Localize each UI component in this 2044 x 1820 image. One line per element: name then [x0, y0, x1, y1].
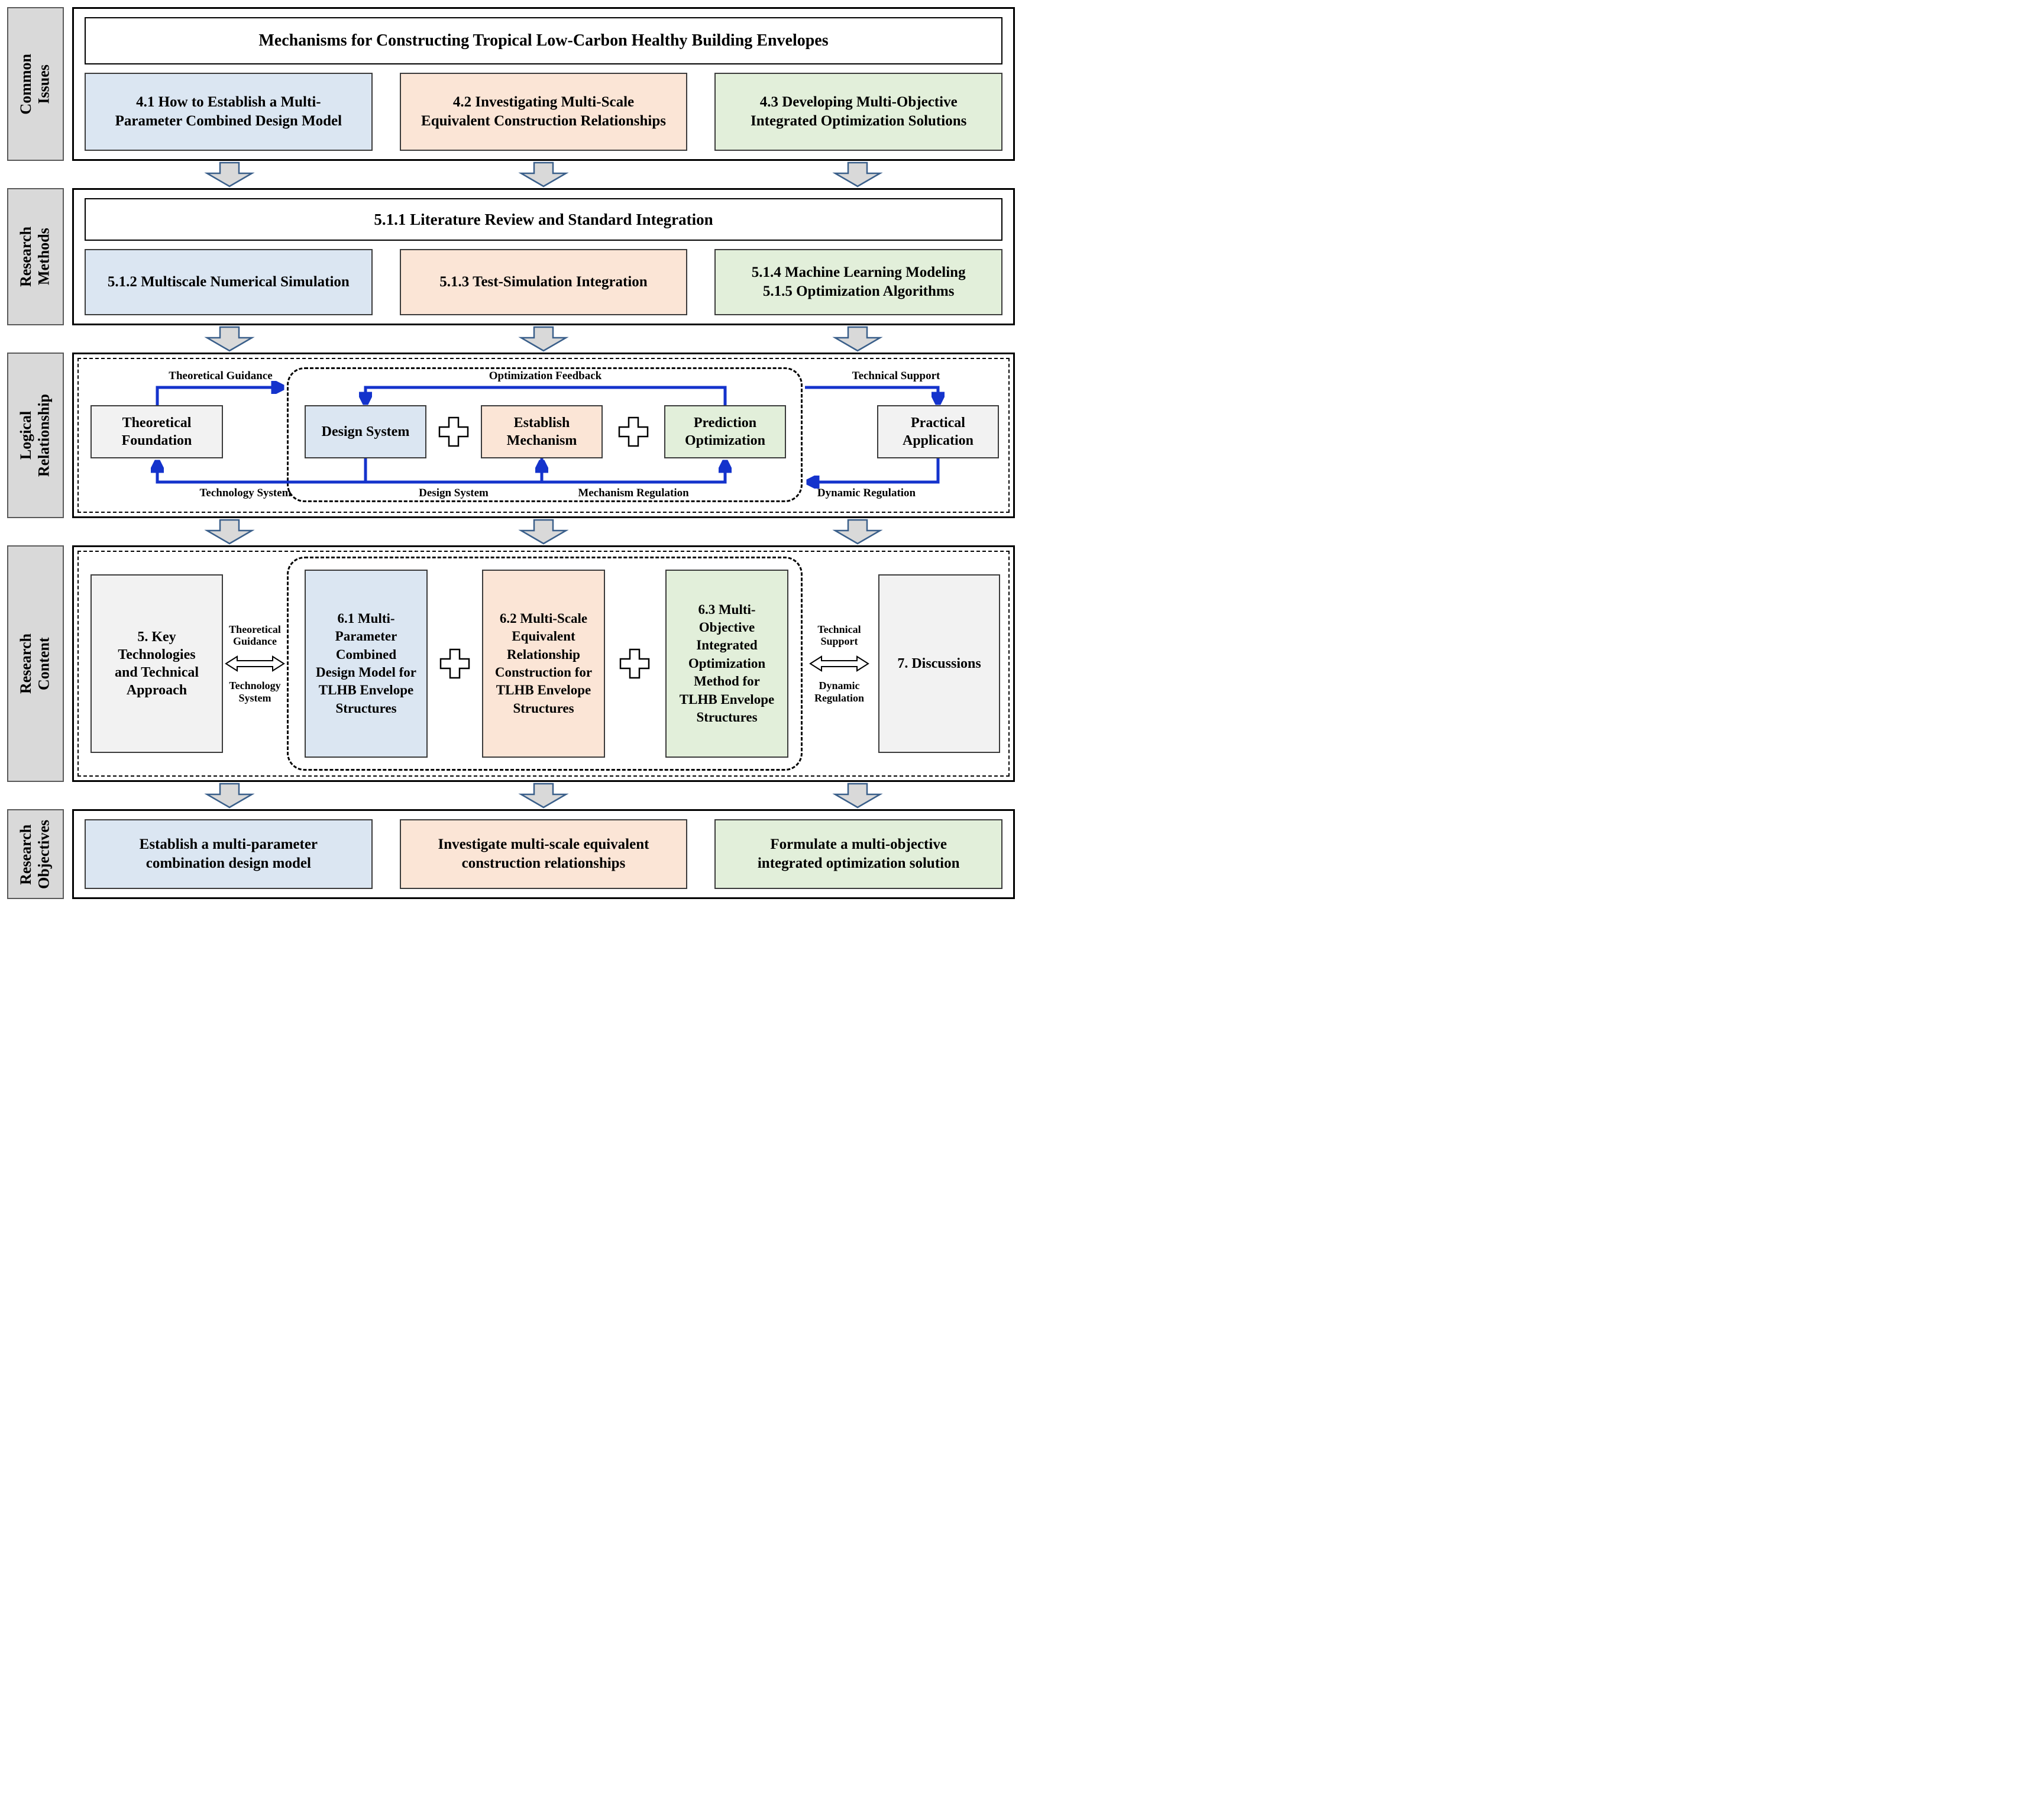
method-5-1-4-5-box: 5.1.4 Machine Learning Modeling 5.1.5 Op…: [714, 249, 1003, 315]
row-label-research-objectives-text: Research Objectives: [17, 819, 53, 889]
flow-arrow-strip-2: [72, 325, 1015, 353]
theoretical-foundation-box: Theoretical Foundation: [90, 405, 223, 458]
prediction-optimization-box: Prediction Optimization: [664, 405, 786, 458]
methods-header: 5.1.1 Literature Review and Standard Int…: [85, 198, 1002, 241]
down-arrow-icon: [204, 783, 255, 809]
row-label-research-content-text: Research Content: [17, 633, 53, 694]
content-6-1-box: 6.1 Multi-Parameter Combined Design Mode…: [305, 570, 428, 758]
down-arrow-icon: [832, 519, 883, 545]
common-issues-items: 4.1 How to Establish a Multi-Parameter C…: [85, 73, 1003, 151]
objective-3-box: Formulate a multi-objective integrated o…: [714, 819, 1003, 889]
row-label-research-methods: Research Methods: [7, 188, 64, 325]
down-arrow-icon: [204, 326, 255, 352]
method-5-1-3-box: 5.1.3 Test-Simulation Integration: [399, 249, 688, 315]
technology-system-label: Technology System: [199, 487, 292, 499]
plus-icon: [438, 416, 469, 447]
research-content-panel: 5. Key Technologies and Technical Approa…: [72, 545, 1015, 782]
down-arrow-icon: [518, 519, 569, 545]
common-issues-band: Common Issues Mechanisms for Constructin…: [7, 7, 1015, 161]
flow-arrow-strip-4: [72, 782, 1015, 809]
research-methods-panel: 5.1.1 Literature Review and Standard Int…: [72, 188, 1015, 325]
logical-relationship-panel: Theoretical Foundation Design System Est…: [72, 353, 1015, 518]
optimization-feedback-label: Optimization Feedback: [489, 370, 602, 382]
common-issues-header: Mechanisms for Constructing Tropical Low…: [85, 17, 1002, 64]
research-objectives-panel: Establish a multi-parameter combination …: [72, 809, 1015, 899]
plus-icon: [439, 648, 470, 679]
design-system-box: Design System: [305, 405, 426, 458]
row-label-logical-relationship-text: Logical Relationship: [17, 393, 53, 477]
row-label-common-issues: Common Issues: [7, 7, 64, 161]
down-arrow-icon: [832, 783, 883, 809]
establish-mechanism-box: Establish Mechanism: [481, 405, 603, 458]
theoretical-guidance-connector: [156, 387, 282, 405]
down-arrow-icon: [518, 326, 569, 352]
double-arrow-icon: [225, 655, 285, 672]
technical-support-label: Technical Support: [852, 370, 940, 382]
technical-support-connector: [805, 386, 938, 403]
objective-2-box: Investigate multi-scale equivalent const…: [399, 819, 688, 889]
plus-icon: [618, 416, 649, 447]
mechanism-regulation-connector: [540, 458, 725, 484]
design-system-label: Design System: [419, 487, 489, 499]
row-label-common-issues-text: Common Issues: [17, 53, 53, 115]
issue-4-3-box: 4.3 Developing Multi-Objective Integrate…: [714, 73, 1003, 151]
flow-arrow-strip-1: [72, 161, 1015, 188]
row-label-research-objectives: Research Objectives: [7, 809, 64, 899]
down-arrow-icon: [832, 326, 883, 352]
research-methods-band: Research Methods 5.1.1 Literature Review…: [7, 188, 1015, 325]
method-5-1-2-box: 5.1.2 Multiscale Numerical Simulation: [85, 249, 373, 315]
key-technologies-box: 5. Key Technologies and Technical Approa…: [90, 574, 223, 753]
flow-arrow-strip-3: [72, 518, 1015, 545]
dynamic-regulation-connector: [808, 458, 940, 482]
technology-system-connector: [157, 458, 367, 484]
down-arrow-icon: [204, 161, 255, 188]
left-exchange-cluster: Theoretical Guidance Technology System: [221, 611, 289, 716]
row-label-logical-relationship: Logical Relationship: [7, 353, 64, 518]
down-arrow-icon: [518, 161, 569, 188]
common-issues-panel: Mechanisms for Constructing Tropical Low…: [72, 7, 1015, 161]
research-objectives-items: Establish a multi-parameter combination …: [85, 819, 1003, 889]
optimization-feedback-connector: [366, 386, 727, 405]
practical-application-box: Practical Application: [877, 405, 999, 458]
discussions-box: 7. Discussions: [878, 574, 1000, 753]
issue-4-1-box: 4.1 How to Establish a Multi-Parameter C…: [85, 73, 373, 151]
row-label-research-content: Research Content: [7, 545, 64, 782]
right-exchange-cluster: Technical Support Dynamic Regulation: [801, 611, 877, 716]
content-6-3-box: 6.3 Multi-Objective Integrated Optimizat…: [665, 570, 788, 758]
content-technical-support-label: Technical Support: [817, 623, 861, 648]
logical-relationship-band: Logical Relationship Theoretical Found: [7, 353, 1015, 518]
research-objectives-band: Research Objectives Establish a multi-pa…: [7, 809, 1015, 899]
research-content-band: Research Content 5. Key Technologies and…: [7, 545, 1015, 782]
content-6-2-box: 6.2 Multi-Scale Equivalent Relationship …: [482, 570, 605, 758]
issue-4-2-box: 4.2 Investigating Multi-Scale Equivalent…: [399, 73, 688, 151]
down-arrow-icon: [204, 519, 255, 545]
down-arrow-icon: [832, 161, 883, 188]
plus-icon: [619, 648, 650, 679]
content-theoretical-guidance-label: Theoretical Guidance: [229, 623, 281, 648]
content-technology-system-label: Technology System: [229, 680, 281, 704]
theoretical-guidance-label: Theoretical Guidance: [169, 370, 273, 382]
double-arrow-icon: [809, 655, 869, 672]
mechanism-regulation-label: Mechanism Regulation: [578, 487, 689, 499]
research-framework-diagram: Common Issues Mechanisms for Constructin…: [0, 0, 1022, 906]
down-arrow-icon: [518, 783, 569, 809]
dynamic-regulation-label: Dynamic Regulation: [817, 487, 916, 499]
objective-1-box: Establish a multi-parameter combination …: [85, 819, 373, 889]
research-methods-items: 5.1.2 Multiscale Numerical Simulation 5.…: [85, 249, 1003, 315]
row-label-research-methods-text: Research Methods: [17, 226, 53, 287]
content-dynamic-regulation-label: Dynamic Regulation: [814, 680, 864, 704]
design-system-connector: [364, 458, 542, 484]
